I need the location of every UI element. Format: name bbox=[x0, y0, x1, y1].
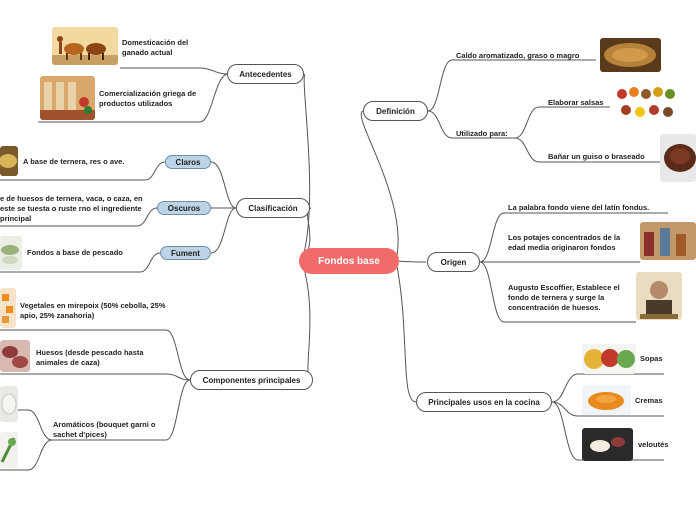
componente-huesos: Huesos (desde pescado hasta animales de … bbox=[36, 348, 166, 368]
definicion-utilizado: Utilizado para: bbox=[456, 129, 526, 139]
stew-image bbox=[660, 134, 696, 182]
componente-vegetales: Vegetales en mirepoix (50% cebolla, 25% … bbox=[20, 301, 170, 321]
uso-banar-guiso: Bañar un guiso o braseado bbox=[548, 152, 658, 162]
origen-palabra-fondo: La palabra fondo viene del latín fondus. bbox=[508, 203, 678, 213]
origen-potajes: Los potajes concentrados de la edad medi… bbox=[508, 233, 638, 253]
uso-veloutes: veloutés bbox=[638, 440, 688, 450]
bouquet-garni-image bbox=[0, 432, 18, 468]
broth-image bbox=[600, 38, 661, 72]
sachet-image bbox=[0, 386, 18, 422]
sauces-image bbox=[614, 82, 682, 122]
branch-definicion[interactable]: Definición bbox=[363, 101, 428, 121]
branch-antecedentes[interactable]: Antecedentes bbox=[227, 64, 304, 84]
branch-origen[interactable]: Origen bbox=[427, 252, 480, 272]
antecedente-domesticacion: Domesticación del ganado actual bbox=[122, 38, 202, 58]
branch-clasificacion[interactable]: Clasificación bbox=[236, 198, 310, 218]
medieval-kitchen-image bbox=[640, 222, 696, 260]
greek-market-image bbox=[40, 76, 95, 120]
origen-escoffier: Augusto Escoffier, Establece el fondo de… bbox=[508, 283, 633, 313]
creams-image bbox=[582, 385, 631, 415]
oscuros-description: e de huesos de ternera, vaca, o caza, en… bbox=[0, 194, 150, 224]
uso-cremas: Cremas bbox=[635, 396, 675, 406]
oxen-image bbox=[52, 27, 118, 65]
fish-stock-image bbox=[0, 236, 22, 270]
escoffier-portrait bbox=[636, 272, 682, 320]
mirepoix-image bbox=[0, 288, 16, 328]
uso-sopas: Sopas bbox=[640, 354, 680, 364]
claros-description: A base de ternera, res o ave. bbox=[23, 157, 153, 167]
tag-fument[interactable]: Fument bbox=[160, 246, 211, 260]
bones-image bbox=[0, 340, 30, 372]
tag-oscuros[interactable]: Oscuros bbox=[157, 201, 211, 215]
branch-componentes[interactable]: Componentes principales bbox=[190, 370, 313, 390]
fument-description: Fondos a base de pescado bbox=[27, 248, 147, 258]
uso-elaborar-salsas: Elaborar salsas bbox=[548, 98, 618, 108]
soups-image bbox=[582, 344, 636, 374]
antecedente-comercializacion: Comercialización griega de productos uti… bbox=[99, 89, 199, 109]
branch-principales-usos[interactable]: Principales usos en la cocina bbox=[416, 392, 552, 412]
central-topic[interactable]: Fondos base bbox=[299, 248, 399, 274]
definicion-caldo: Caldo aromatizado, graso o magro bbox=[456, 51, 596, 61]
tag-claros[interactable]: Claros bbox=[165, 155, 211, 169]
veloutes-image bbox=[582, 428, 633, 461]
componente-aromaticos: Aromáticos (bouquet garni o sachet d'pic… bbox=[53, 420, 163, 440]
light-stock-image bbox=[0, 146, 18, 176]
